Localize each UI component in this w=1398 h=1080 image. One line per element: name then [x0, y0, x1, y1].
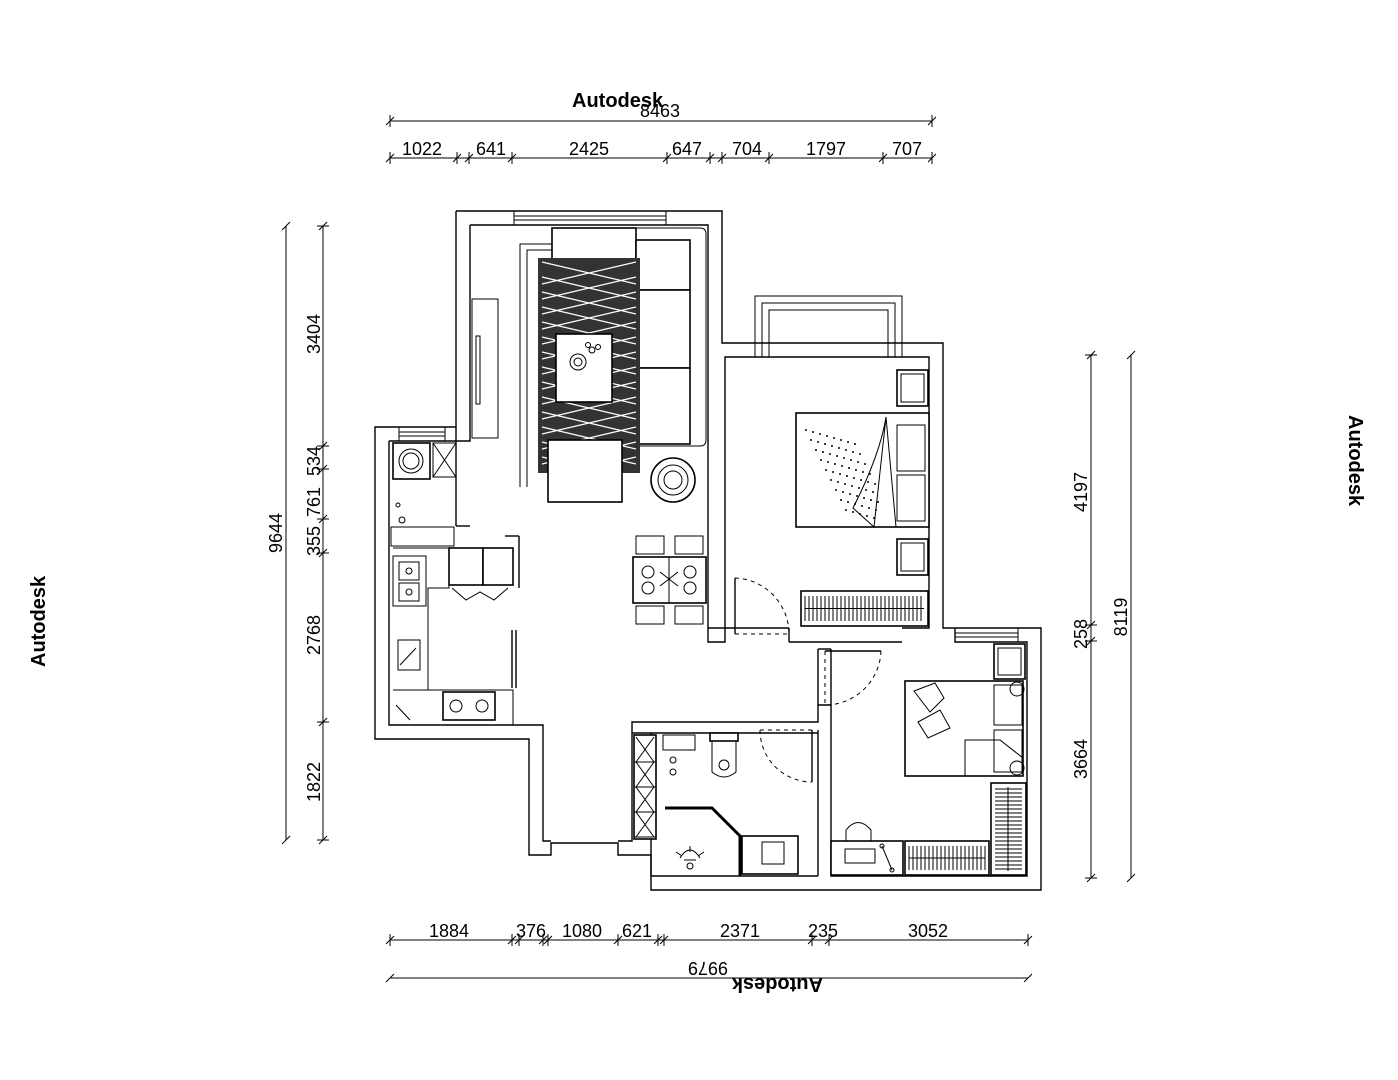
- master-bedroom-furniture: [795, 369, 930, 627]
- right-total-dimension: 8119: [1111, 598, 1131, 637]
- watermark-right: Autodesk: [1344, 415, 1366, 507]
- bottom-dim-2: 376: [516, 921, 546, 941]
- right-dim-3: 3664: [1071, 739, 1091, 779]
- bottom-dim-5: 2371: [720, 921, 760, 941]
- left-dimension-lines: [281, 221, 329, 845]
- top-dim-3: 2425: [569, 139, 609, 159]
- top-dim-2: 641: [476, 139, 506, 159]
- bottom-dim-6: 235: [808, 921, 838, 941]
- left-dim-6: 1822: [304, 762, 324, 802]
- right-dim-2: 258: [1071, 619, 1091, 649]
- top-dim-7: 707: [892, 139, 922, 159]
- dining-table: [632, 535, 707, 625]
- bottom-dim-1: 1884: [429, 921, 469, 941]
- bathroom-fixtures: [633, 732, 799, 876]
- left-dim-2: 355: [304, 526, 324, 556]
- left-total-dimension: 9644: [266, 513, 286, 553]
- top-total-dimension: 8463: [640, 101, 680, 121]
- second-bedroom-furniture: [830, 643, 1027, 876]
- top-dimension-lines: [385, 115, 937, 164]
- left-dim-1: 3404: [304, 314, 324, 354]
- right-dim-1: 4197: [1071, 472, 1091, 512]
- bottom-dim-3: 1080: [562, 921, 602, 941]
- left-dim-3: 761: [304, 487, 324, 517]
- left-dim-4: 534: [304, 446, 324, 476]
- top-dim-4: 647: [672, 139, 702, 159]
- left-dim-5: 2768: [304, 615, 324, 655]
- top-dim-6: 1797: [806, 139, 846, 159]
- watermark-bottom: Autodesk: [731, 973, 823, 995]
- bottom-dimension-lines: [385, 934, 1033, 983]
- watermark-left: Autodesk: [28, 575, 50, 667]
- living-room-furniture: [471, 227, 707, 503]
- windows: [398, 210, 1019, 643]
- watermark-top: Autodesk: [572, 90, 664, 112]
- right-dimension-lines: [1085, 350, 1136, 883]
- exterior-walls: [374, 210, 1042, 891]
- doors: [511, 577, 882, 783]
- bottom-total-dimension: 9979: [688, 958, 728, 978]
- kitchen-furniture: [390, 442, 514, 725]
- top-dim-5: 704: [732, 139, 762, 159]
- top-dim-1: 1022: [402, 139, 442, 159]
- bottom-dim-4: 621: [622, 921, 652, 941]
- bottom-dim-7: 3052: [908, 921, 948, 941]
